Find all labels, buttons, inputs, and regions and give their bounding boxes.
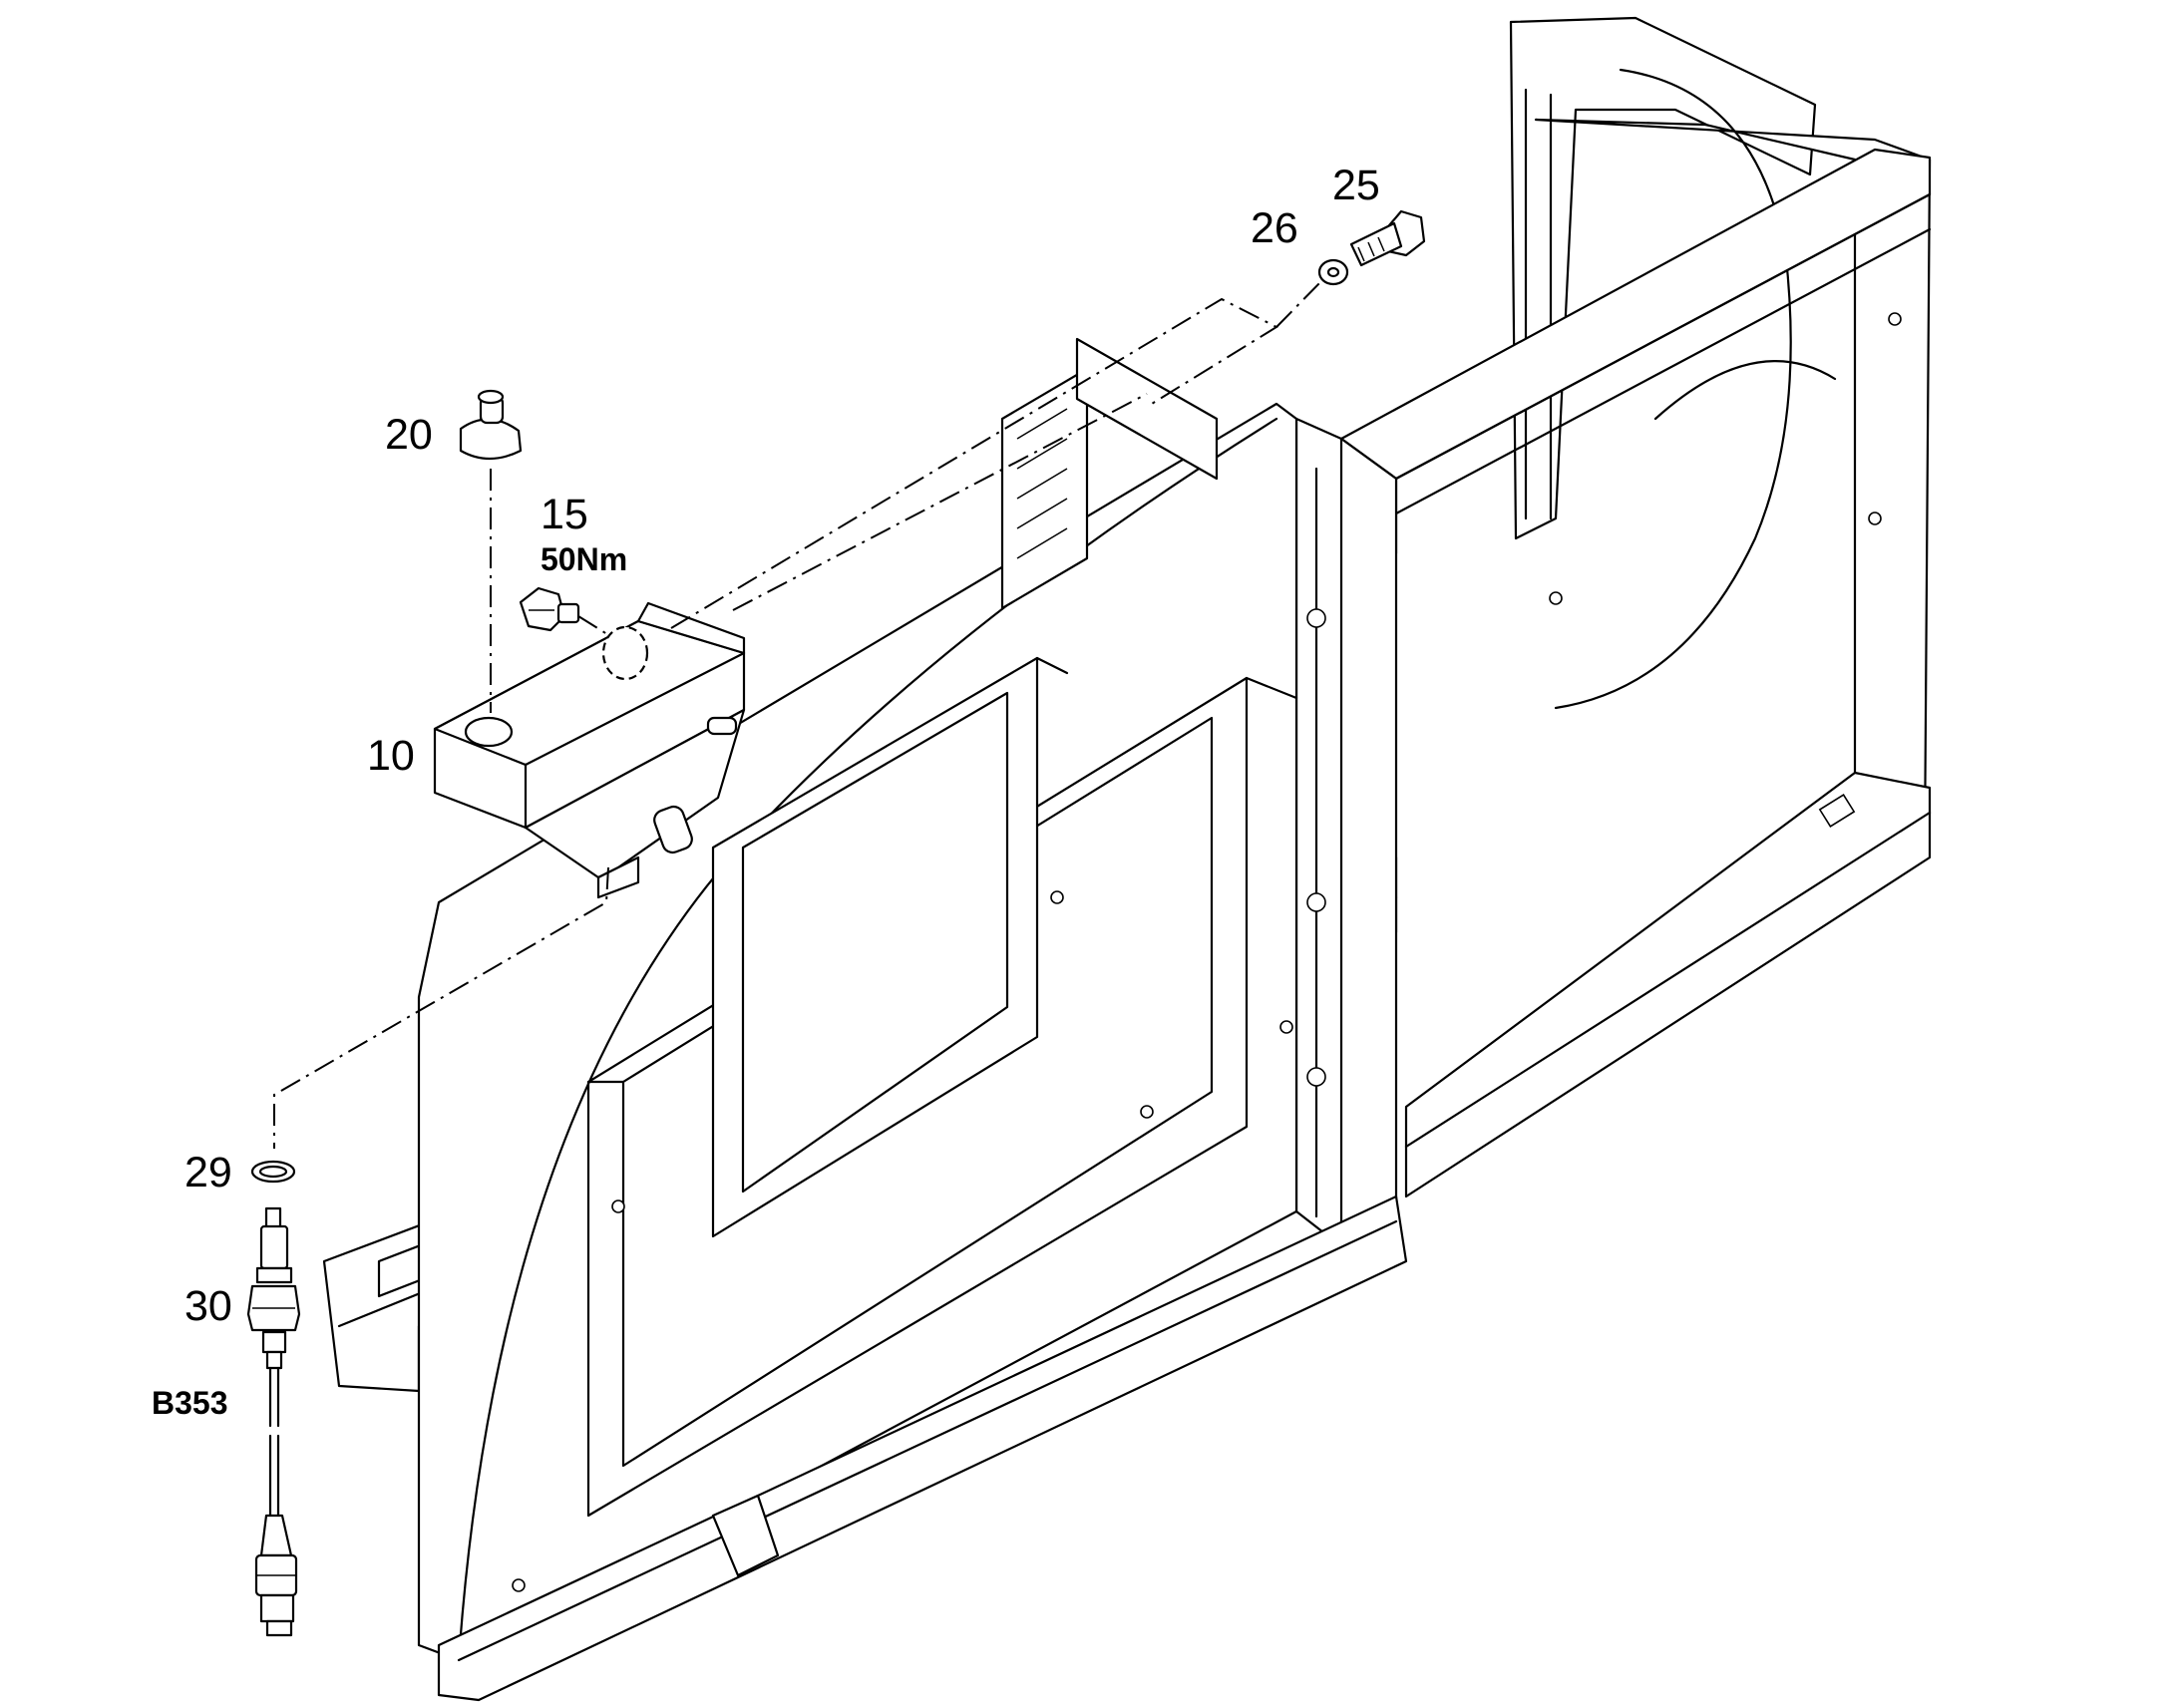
mounting-screw (1349, 209, 1426, 267)
rear-right-panel (1509, 16, 1932, 879)
sensor-label-b353: B353 (152, 1385, 228, 1421)
part-label-29: 29 (184, 1149, 232, 1196)
part-label-15: 15 (541, 491, 588, 538)
screw-plug (519, 586, 611, 637)
assembly-lines (273, 280, 1322, 1149)
part-label-30: 30 (184, 1282, 232, 1330)
o-ring (250, 1160, 296, 1184)
part-label-25: 25 (1332, 162, 1380, 209)
part-label-20: 20 (385, 411, 433, 459)
sensor-connector (254, 1514, 298, 1637)
torque-label-15: 50Nm (541, 541, 627, 577)
bottom-base (437, 1195, 1408, 1702)
lower-crossbar (1404, 771, 1932, 1198)
filler-cap (459, 389, 523, 713)
front-post (1294, 417, 1398, 1248)
part-label-10: 10 (367, 732, 415, 780)
washer (1317, 258, 1349, 286)
upper-crossbar (1339, 148, 1932, 555)
mounting-holes (512, 312, 1902, 1592)
inner-frame (711, 656, 1069, 1238)
level-sensor (246, 1206, 301, 1518)
chassis-frame (322, 16, 1932, 1702)
part-label-26: 26 (1251, 204, 1298, 252)
expansion-tank (433, 601, 746, 899)
